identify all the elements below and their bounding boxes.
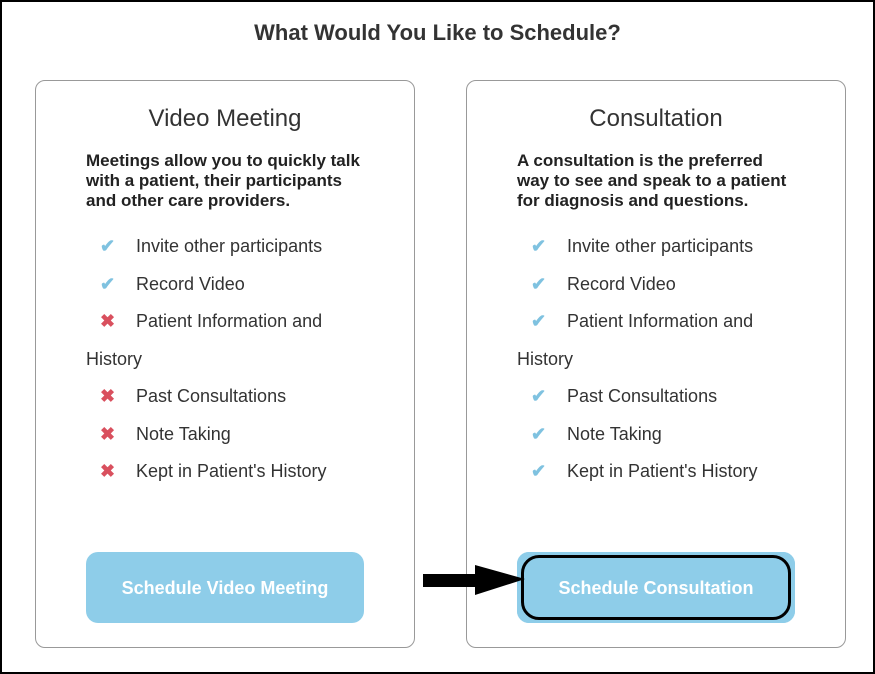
feature-item: ✔ Invite other participants (86, 228, 366, 266)
feature-item: ✔ Invite other participants (517, 228, 797, 266)
feature-item: ✖ Note Taking (86, 416, 366, 454)
feature-item: ✔ Note Taking (517, 416, 797, 454)
card-title: Consultation (589, 105, 723, 132)
feature-item: ✖ Past Consultations (86, 378, 366, 416)
feature-item: ✔ Record Video (517, 266, 797, 304)
feature-label: Note Taking (136, 423, 231, 444)
check-icon: ✔ (531, 461, 547, 481)
check-icon: ✔ (531, 236, 547, 256)
feature-item: ✔ Kept in Patient's History (517, 453, 797, 491)
feature-label: Patient Information and History (517, 311, 754, 369)
check-icon: ✔ (531, 311, 547, 331)
feature-label: Kept in Patient's History (567, 461, 758, 481)
card-consultation: Consultation A consultation is the prefe… (466, 80, 846, 648)
feature-item: ✖Patient Information and History (86, 303, 366, 378)
arrow-pointer-icon (423, 565, 525, 595)
feature-label: Invite other participants (136, 236, 323, 256)
x-icon: ✖ (100, 461, 116, 481)
card-title: Video Meeting (148, 105, 302, 132)
feature-list: ✔ Invite other participants ✔ Record Video ✖… (86, 228, 366, 491)
page-title: What Would You Like to Schedule? (254, 20, 621, 45)
feature-item: ✔ Record Video (86, 266, 366, 304)
feature-label: Invite other participants (567, 236, 754, 256)
feature-list: ✔Invite other participants✔Record Video✔… (517, 228, 797, 491)
feature-label: Past Consultations (136, 386, 287, 406)
feature-item: ✔ Past Consultations (517, 378, 797, 416)
schedule-video-meeting-button[interactable]: Schedule Video Meeting (86, 552, 364, 623)
check-icon: ✔ (531, 273, 547, 294)
feature-item: ✖ Kept in Patient's History (86, 453, 366, 491)
feature-label: Note Taking (567, 423, 662, 444)
x-icon: ✖ (100, 311, 116, 331)
feature-item: ✔Patient Information and History (517, 303, 797, 378)
feature-label: Record Video (136, 273, 245, 294)
x-icon: ✖ (100, 423, 116, 444)
card-video-meeting: Video Meeting Meetings allow you to quic… (35, 80, 415, 648)
check-icon: ✔ (531, 386, 547, 406)
check-icon: ✔ (100, 273, 116, 294)
card-description: A consultation is the preferred way to s… (517, 151, 787, 210)
feature-label: Kept in Patient's History (136, 461, 327, 481)
card-description: Meetings allow you to quickly talk with … (86, 151, 360, 210)
x-icon: ✖ (100, 386, 116, 406)
feature-label: Patient Information and History (86, 311, 323, 369)
schedule-consultation-button[interactable]: Schedule Consultation (517, 552, 795, 623)
check-icon: ✔ (100, 236, 116, 256)
feature-label: Past Consultations (567, 386, 718, 406)
check-icon: ✔ (531, 423, 547, 444)
feature-label: Record Video (567, 273, 676, 294)
